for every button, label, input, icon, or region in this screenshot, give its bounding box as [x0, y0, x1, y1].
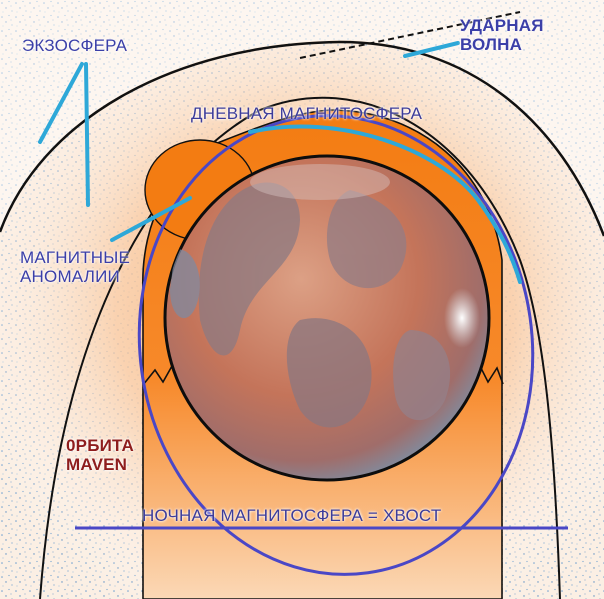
dayside-magnetosphere-label: ДНЕВНАЯ МАГНИТОСФЕРА — [191, 104, 422, 123]
maven-orbit-label: 0РБИТА MAVEN — [66, 436, 134, 474]
nightside-magnetosphere-label: НОЧНАЯ МАГНИТОСФЕРА = ХВОСТ — [142, 506, 441, 525]
magnetic-anomalies-label: МАГНИТНЫЕ АНОМАЛИИ — [20, 248, 130, 286]
bow-shock-label: УДАРНАЯ ВОЛНА — [460, 16, 544, 54]
exosphere-pointer-down — [86, 64, 88, 205]
exosphere-label: ЭКЗОСФЕРА — [22, 36, 127, 55]
mars-planet — [165, 156, 489, 480]
